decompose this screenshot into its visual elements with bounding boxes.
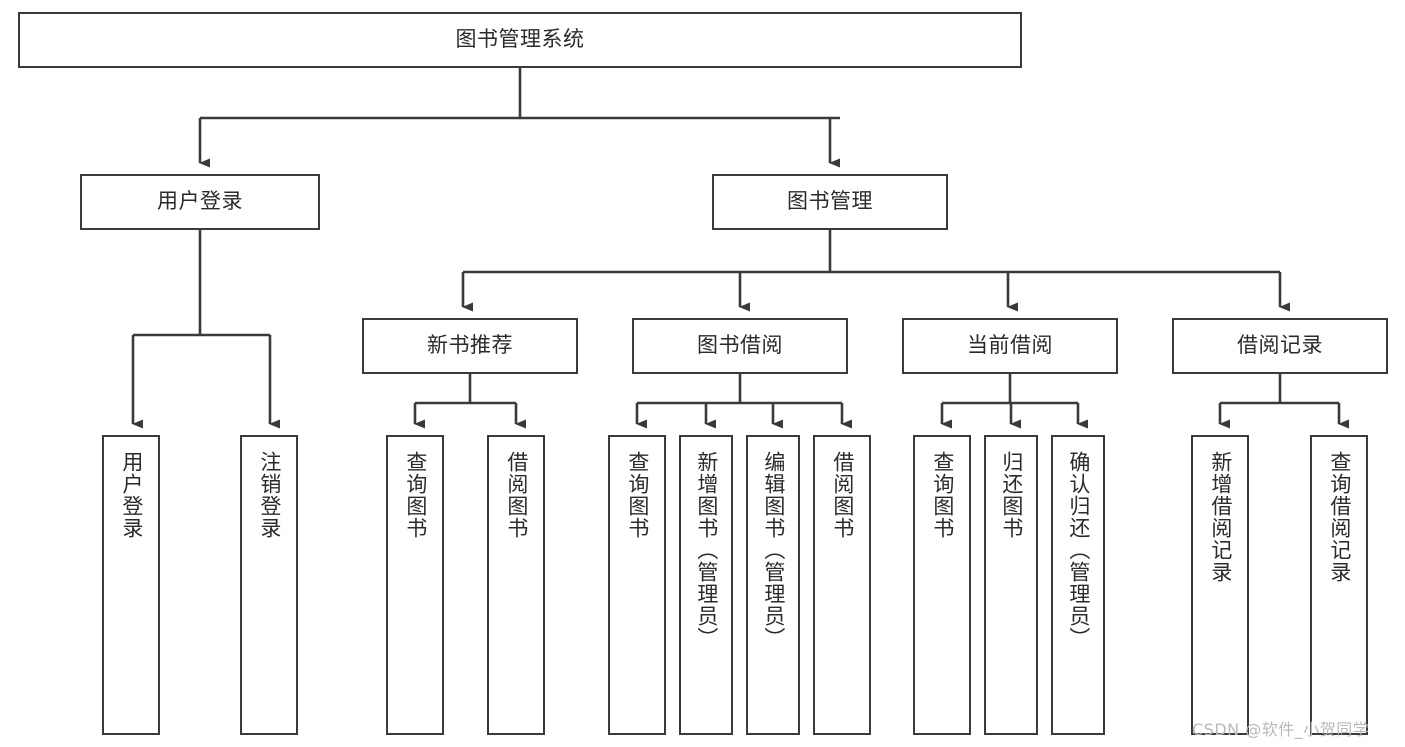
node-label: 借阅图书	[830, 451, 855, 539]
node-label: 查询图书	[403, 451, 428, 539]
node-current-borrow[interactable]: 当前借阅	[902, 318, 1118, 374]
node-label: 用户登录	[119, 451, 144, 539]
node-book-management[interactable]: 图书管理	[712, 174, 948, 230]
leaf-return-book[interactable]: 归还图书	[984, 435, 1038, 735]
node-new-book-recommend[interactable]: 新书推荐	[362, 318, 578, 374]
leaf-query-book-recommend[interactable]: 查询图书	[386, 435, 444, 735]
leaf-user-login[interactable]: 用户登录	[102, 435, 160, 735]
node-user-login[interactable]: 用户登录	[80, 174, 320, 230]
node-book-borrow[interactable]: 图书借阅	[632, 318, 848, 374]
node-label: 查询借阅记录	[1327, 451, 1352, 583]
watermark-text: CSDN @软件_小贺同学	[1192, 720, 1370, 739]
node-label: 图书管理	[787, 189, 873, 214]
node-label: 借阅记录	[1237, 333, 1323, 358]
node-label: 借阅图书	[504, 451, 529, 539]
leaf-add-borrow-record[interactable]: 新增借阅记录	[1191, 435, 1249, 735]
node-label: 确认归还（管理员）	[1066, 451, 1091, 649]
node-label: 编辑图书（管理员）	[761, 451, 786, 649]
node-label: 查询图书	[930, 451, 955, 539]
node-label: 新增图书（管理员）	[694, 451, 719, 649]
leaf-borrow-book-recommend[interactable]: 借阅图书	[487, 435, 545, 735]
leaf-edit-book-admin[interactable]: 编辑图书（管理员）	[746, 435, 800, 735]
node-label: 新增借阅记录	[1208, 451, 1233, 583]
node-label: 图书借阅	[697, 333, 783, 358]
node-label: 当前借阅	[967, 333, 1053, 358]
node-label: 新书推荐	[427, 333, 513, 358]
leaf-borrow-book[interactable]: 借阅图书	[813, 435, 871, 735]
node-label: 归还图书	[999, 451, 1024, 539]
node-label: 查询图书	[625, 451, 650, 539]
leaf-add-book-admin[interactable]: 新增图书（管理员）	[679, 435, 733, 735]
node-label: 注销登录	[257, 451, 282, 539]
node-root[interactable]: 图书管理系统	[18, 12, 1022, 68]
leaf-query-book-current[interactable]: 查询图书	[913, 435, 971, 735]
node-label: 用户登录	[157, 189, 243, 214]
node-label: 图书管理系统	[455, 27, 585, 52]
leaf-confirm-return-admin[interactable]: 确认归还（管理员）	[1051, 435, 1105, 735]
node-borrow-record[interactable]: 借阅记录	[1172, 318, 1388, 374]
leaf-logout[interactable]: 注销登录	[240, 435, 298, 735]
leaf-query-book-borrow[interactable]: 查询图书	[608, 435, 666, 735]
leaf-query-borrow-record[interactable]: 查询借阅记录	[1310, 435, 1368, 735]
